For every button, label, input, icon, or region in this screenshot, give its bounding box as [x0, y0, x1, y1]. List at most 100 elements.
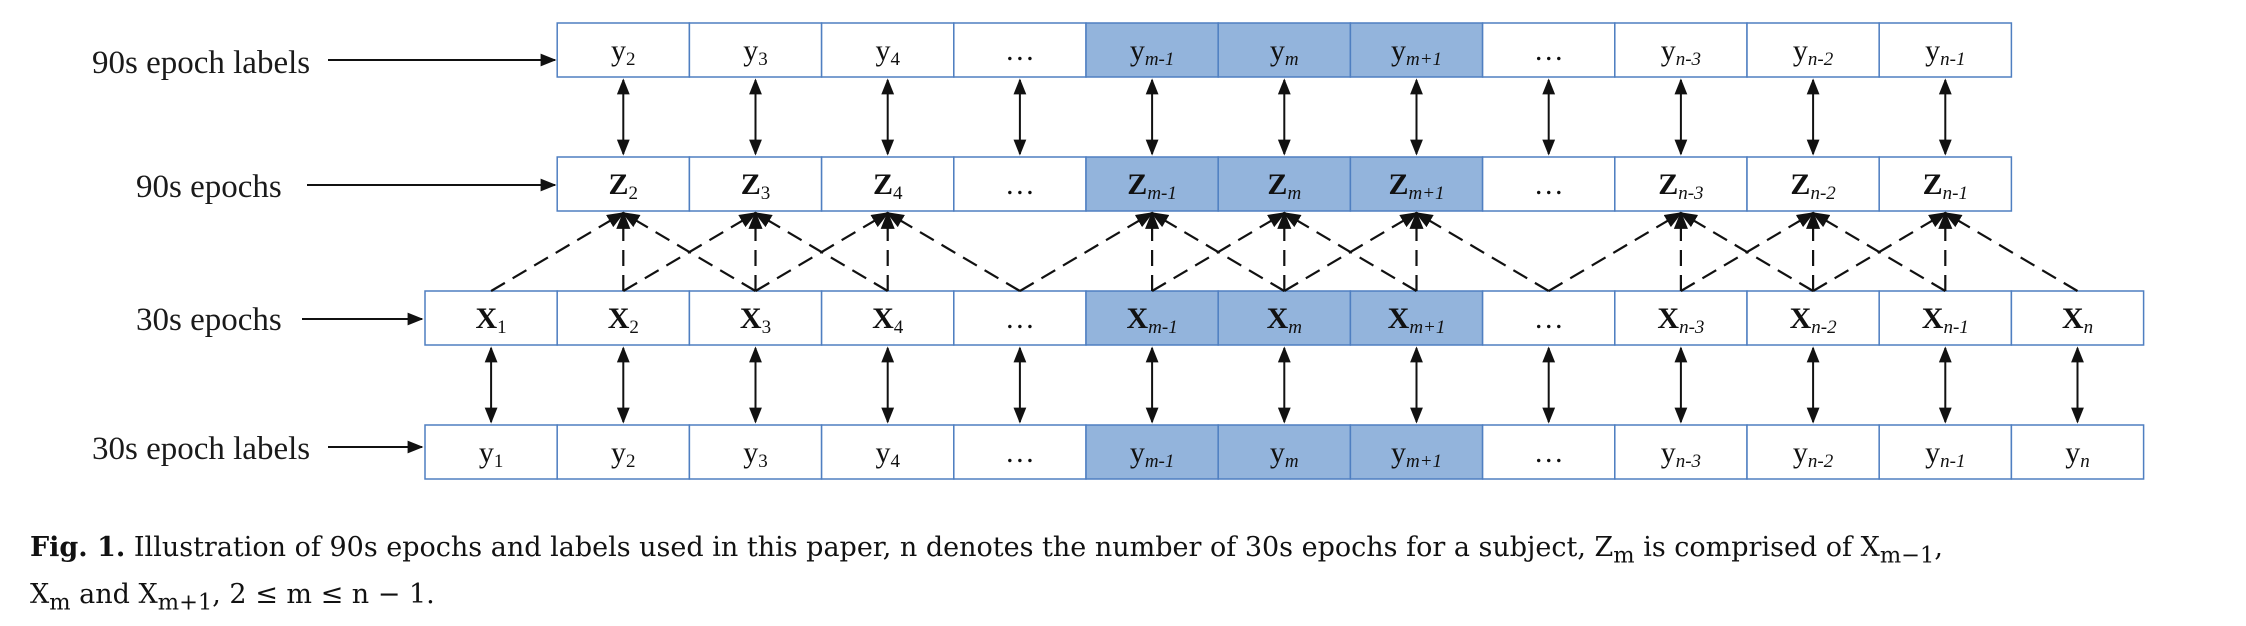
cell-label-30-y-mplus1	[1349, 424, 1484, 480]
dashed-arrow-1-to-2	[622, 212, 758, 292]
cell-text-epoch-30-ellipsis: …	[1005, 302, 1035, 335]
cell-text-label-30-ellipsis: …	[1005, 436, 1035, 469]
cell-label-90-y-nminus1	[1878, 22, 2013, 78]
cell-text-label-90-y-nminus2: yn-2	[1793, 34, 1834, 70]
cell-epoch-90-z-4	[820, 156, 955, 212]
cell-label-30-y-1	[424, 424, 558, 480]
row-label-90s-epoch-labels: 90s epoch labels	[92, 45, 310, 81]
cell-text-epoch-30-x-4: X4	[872, 302, 904, 338]
cell-text-label-90-ellipsis: …	[1534, 34, 1564, 67]
cell-text-label-90-y-mplus1: ym+1	[1391, 34, 1442, 70]
cell-epoch-90-z-2	[556, 156, 691, 212]
cell-text-epoch-30-x-3: X3	[740, 302, 771, 338]
connector-arrows	[484, 78, 2084, 424]
cell-text-label-90-y-2: y2	[611, 34, 636, 70]
cell-text-epoch-30-x-nminus2: Xn-2	[1790, 302, 1837, 338]
cell-label-30-y-4	[820, 424, 955, 480]
cell-text-epoch-30-x-mplus1: Xm+1	[1388, 302, 1446, 338]
caption-x: X	[30, 579, 50, 611]
cell-text-label-30-y-4: y4	[875, 436, 900, 472]
cell-text-epoch-90-z-mminus1: Zm-1	[1127, 168, 1177, 204]
cell-text-label-90-ellipsis: …	[1005, 34, 1035, 67]
caption-text-1: Illustration of 90s epochs and labels us…	[133, 532, 1614, 563]
dashed-arrow-6-to-7	[1283, 212, 1419, 292]
cell-text-epoch-30-x-2: X2	[608, 302, 639, 338]
cell-text-label-30-y-nminus1: yn-1	[1925, 436, 1965, 472]
cell-text-epoch-30-x-n: Xn	[2062, 302, 2093, 338]
cell-text-label-90-y-3: y3	[743, 34, 768, 70]
dashed-arrow-12-to-11	[1943, 212, 2079, 292]
row-label-90s-epochs: 90s epochs	[136, 169, 282, 205]
cell-epoch-90-ellipsis	[953, 156, 1087, 212]
dashed-arrow-5-to-6	[1151, 212, 1286, 292]
cell-text-epoch-90-ellipsis: …	[1534, 168, 1564, 201]
cell-text-epoch-90-z-4: Z4	[873, 168, 903, 204]
cell-epoch-90-z-nminus3	[1614, 156, 1748, 212]
caption-comma: ,	[1934, 532, 1943, 563]
cell-epoch-90-z-m	[1217, 156, 1352, 212]
cell-text-label-30-y-nminus2: yn-2	[1793, 436, 1834, 472]
row-label-30s-epochs: 30s epochs	[136, 302, 282, 338]
cell-label-30-y-nminus1	[1878, 424, 2013, 480]
cell-epoch-90-z-mplus1	[1349, 156, 1484, 212]
cell-text-label-90-y-nminus3: yn-3	[1661, 34, 1701, 70]
cell-text-epoch-90-ellipsis: …	[1005, 168, 1035, 201]
cell-label-30-y-2	[556, 424, 691, 480]
dashed-arrow-8-to-9	[1548, 212, 1683, 292]
dashed-arrow-10-to-11	[1812, 212, 1947, 292]
epoch-diagram: 90s epoch labels 90s epochs 30s epochs 3…	[92, 22, 2145, 480]
cell-text-epoch-90-z-nminus2: Zn-2	[1790, 168, 1836, 204]
cell-text-epoch-30-x-nminus3: Xn-3	[1657, 302, 1704, 338]
cell-text-label-30-y-mminus1: ym-1	[1130, 436, 1175, 472]
cell-epoch-90-z-nminus1	[1878, 156, 2013, 212]
cell-label-90-y-mplus1	[1349, 22, 1484, 78]
caption-and: and X	[70, 579, 158, 611]
cell-label-30-y-m	[1217, 424, 1352, 480]
cell-label-90-y-nminus2	[1746, 22, 1880, 78]
caption-text-2: is comprised of X	[1634, 532, 1880, 563]
cell-label-90-y-m	[1217, 22, 1352, 78]
cell-text-label-30-y-2: y2	[611, 436, 636, 472]
dashed-arrow-2-to-3	[754, 212, 890, 292]
cell-text-epoch-90-z-3: Z3	[741, 168, 771, 204]
cell-text-epoch-30-x-m: Xm	[1267, 302, 1302, 338]
cell-epoch-30-ellipsis	[1481, 290, 1616, 346]
cell-label-30-y-nminus2	[1746, 424, 1880, 480]
cell-text-epoch-90-z-mplus1: Zm+1	[1388, 168, 1444, 204]
cell-label-90-y-2	[556, 22, 691, 78]
cell-epoch-30-x-m	[1217, 290, 1352, 346]
cell-epoch-30-x-n	[2010, 290, 2145, 346]
cell-epoch-30-x-1	[424, 290, 558, 346]
dashed-arrow-4-to-5	[1019, 212, 1154, 292]
caption-xm1p-sub: m+1	[157, 589, 213, 616]
cell-text-label-90-y-mminus1: ym-1	[1130, 34, 1175, 70]
cell-text-label-30-ellipsis: …	[1534, 436, 1564, 469]
cell-text-label-90-y-4: y4	[875, 34, 900, 70]
cell-epoch-30-x-nminus2	[1746, 290, 1880, 346]
dashed-arrow-0-to-1	[490, 212, 625, 292]
cell-label-90-ellipsis	[1481, 22, 1616, 78]
cell-text-epoch-30-x-mminus1: Xm-1	[1126, 302, 1177, 338]
cell-text-label-30-y-mplus1: ym+1	[1391, 436, 1442, 472]
cell-label-30-ellipsis	[953, 424, 1087, 480]
cell-text-label-30-y-1: y1	[479, 436, 504, 472]
cell-epoch-90-ellipsis	[1481, 156, 1616, 212]
cell-label-30-y-mminus1	[1085, 424, 1219, 480]
cell-epoch-30-x-mminus1	[1085, 290, 1219, 346]
cell-text-label-90-y-m: ym	[1270, 34, 1299, 70]
caption-zm-sub: m	[1613, 542, 1635, 569]
cell-text-epoch-30-ellipsis: …	[1534, 302, 1564, 335]
figure-caption: Fig. 1. Illustration of 90s epochs and l…	[30, 528, 2220, 623]
cell-text-epoch-30-x-nminus1: Xn-1	[1922, 302, 1969, 338]
cell-label-30-y-nminus3	[1614, 424, 1748, 480]
figure-label: Fig. 1.	[30, 532, 126, 563]
cell-label-90-y-mminus1	[1085, 22, 1219, 78]
cell-text-epoch-90-z-nminus3: Zn-3	[1658, 168, 1703, 204]
cell-epoch-90-z-nminus2	[1746, 156, 1880, 212]
cell-text-label-30-y-3: y3	[743, 436, 768, 472]
row-label-30s-epoch-labels: 30s epoch labels	[92, 431, 310, 467]
